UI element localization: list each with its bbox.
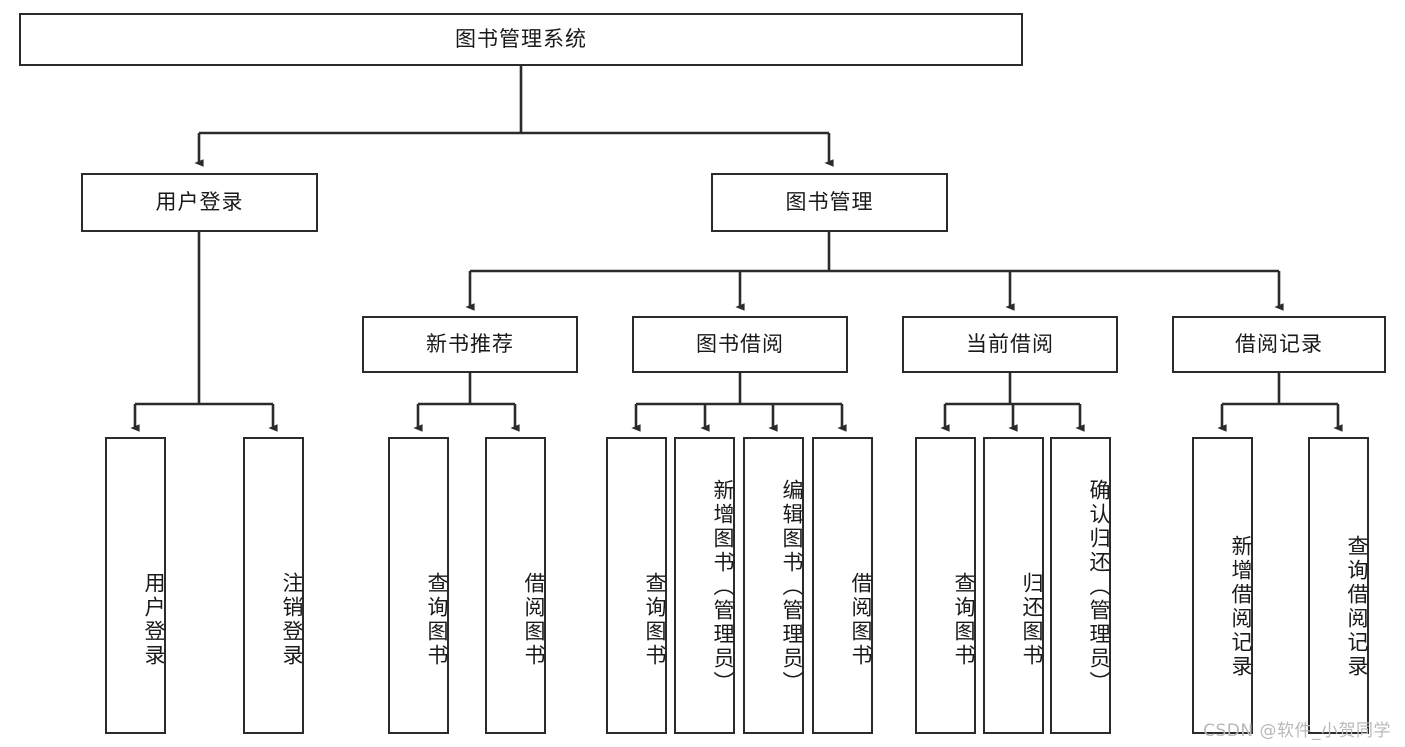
leaf-book-borrow-add-book-admin[interactable]: 新增图书（管理员） [674, 437, 735, 734]
leaf-user-login-login[interactable]: 用户登录 [105, 437, 166, 734]
node-label: 新书推荐 [426, 331, 514, 356]
watermark-text: CSDN @软件_小贺同学 [1203, 721, 1391, 741]
node-current-borrow[interactable]: 当前借阅 [902, 316, 1118, 373]
node-label: 图书借阅 [696, 331, 784, 356]
node-book-borrow[interactable]: 图书借阅 [632, 316, 848, 373]
leaf-book-borrow-query-book[interactable]: 查询图书 [606, 437, 667, 734]
leaf-book-borrow-edit-book-admin[interactable]: 编辑图书（管理员） [743, 437, 804, 734]
node-label: 编辑图书（管理员） [780, 478, 804, 695]
node-label: 注销登录 [280, 571, 304, 668]
leaf-current-borrow-return-book[interactable]: 归还图书 [983, 437, 1044, 734]
node-label: 借阅图书 [849, 571, 873, 668]
leaf-current-borrow-query-book[interactable]: 查询图书 [915, 437, 976, 734]
node-user-login[interactable]: 用户登录 [81, 173, 318, 232]
leaf-new-book-borrow-book[interactable]: 借阅图书 [485, 437, 546, 734]
node-label: 借阅图书 [522, 571, 546, 668]
leaf-user-login-logout[interactable]: 注销登录 [243, 437, 304, 734]
node-label: 借阅记录 [1235, 331, 1323, 356]
node-label: 用户登录 [155, 189, 244, 214]
leaf-new-book-query-book[interactable]: 查询图书 [388, 437, 449, 734]
node-book-management[interactable]: 图书管理 [711, 173, 948, 232]
node-label: 用户登录 [142, 571, 166, 668]
node-borrow-record[interactable]: 借阅记录 [1172, 316, 1386, 373]
leaf-borrow-record-add-record[interactable]: 新增借阅记录 [1192, 437, 1253, 734]
node-new-book-recommend[interactable]: 新书推荐 [362, 316, 578, 373]
node-label: 图书管理系统 [455, 26, 587, 51]
node-label: 查询图书 [952, 571, 976, 668]
leaf-borrow-record-query-record[interactable]: 查询借阅记录 [1308, 437, 1369, 734]
node-label: 图书管理 [785, 189, 874, 214]
leaf-current-borrow-confirm-return-admin[interactable]: 确认归还（管理员） [1050, 437, 1111, 734]
node-label: 确认归还（管理员） [1087, 478, 1111, 695]
node-label: 查询图书 [643, 571, 667, 668]
node-label: 查询借阅记录 [1345, 534, 1369, 679]
node-label: 新增图书（管理员） [711, 478, 735, 695]
node-label: 归还图书 [1020, 571, 1044, 668]
node-label: 新增借阅记录 [1229, 534, 1253, 679]
node-label: 当前借阅 [966, 331, 1054, 356]
leaf-book-borrow-borrow-book[interactable]: 借阅图书 [812, 437, 873, 734]
node-label: 查询图书 [425, 571, 449, 668]
node-root-book-management-system[interactable]: 图书管理系统 [19, 13, 1023, 66]
